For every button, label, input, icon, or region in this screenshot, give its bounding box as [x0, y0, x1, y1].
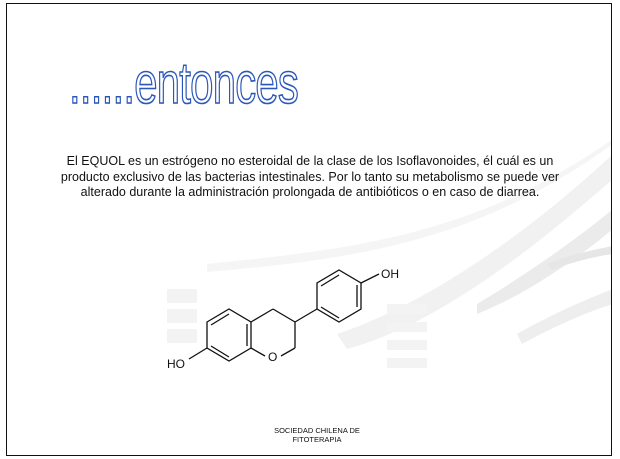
- slide-title: ......entonces: [68, 51, 299, 117]
- hydroxyl-top-label: OH: [381, 267, 399, 281]
- slide-body-text: El EQUOL es un estrógeno no esteroidal d…: [60, 154, 560, 199]
- slide: ......entonces El EQUOL es un estrógeno …: [6, 3, 612, 456]
- ring-oxygen-label: O: [268, 350, 277, 364]
- slide-footer: SOCIEDAD CHILENA DE FITOTERAPIA: [237, 426, 397, 444]
- background-swoosh-graphic: [167, 140, 611, 368]
- hydroxyl-left-label: HO: [167, 357, 185, 371]
- equol-molecule-diagram: OH HO O: [167, 267, 399, 371]
- footer-line-2: FITOTERAPIA: [292, 435, 342, 444]
- footer-line-1: SOCIEDAD CHILENA DE: [274, 426, 360, 435]
